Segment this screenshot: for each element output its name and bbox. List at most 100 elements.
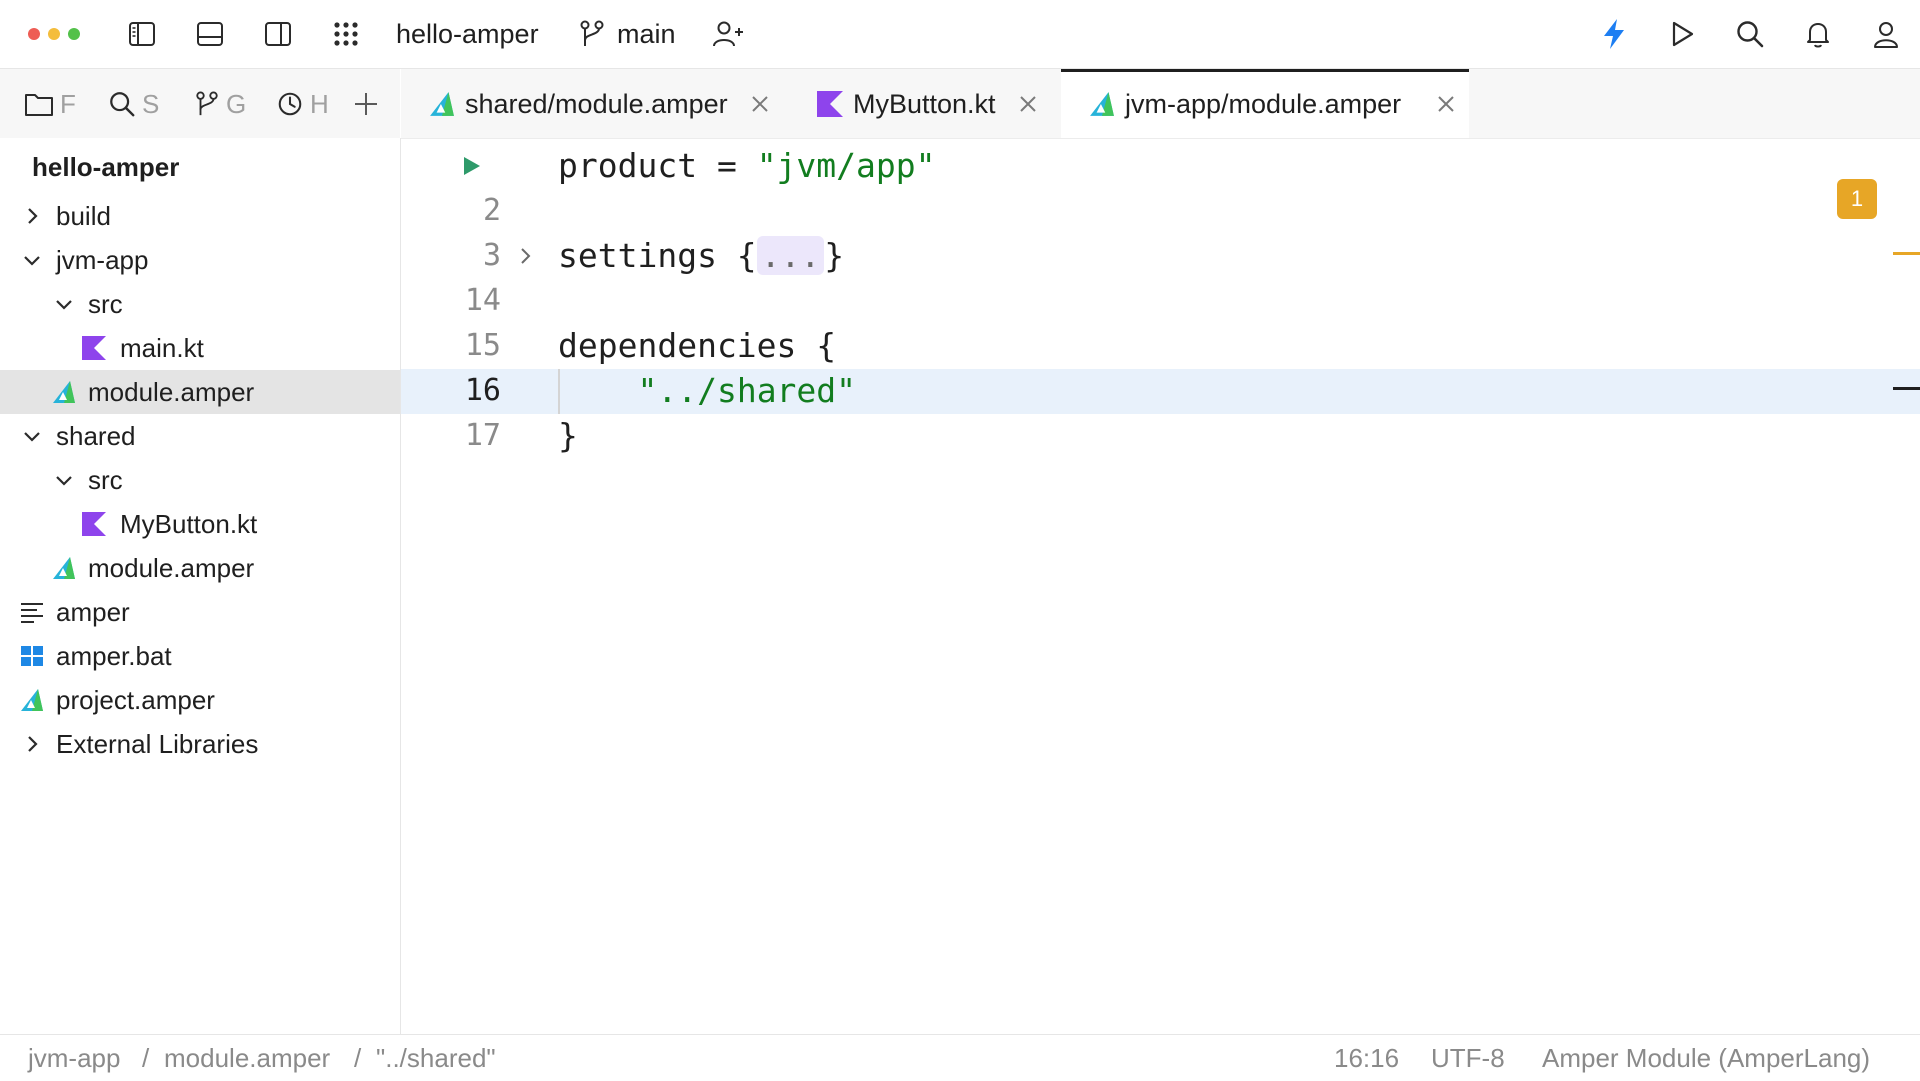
chevron-right-icon[interactable] — [20, 204, 44, 228]
tab-jvm-app-module-amper[interactable]: jvm-app/module.amper — [1061, 69, 1469, 138]
code-text: dependencies { — [558, 326, 837, 365]
plus-icon — [355, 93, 377, 115]
tree-item-label: MyButton.kt — [120, 509, 258, 539]
tree-item-jvm-app-module-amper[interactable]: module.amper — [0, 370, 400, 414]
tool-tab-search[interactable]: S — [108, 87, 159, 121]
tree-item-label: amper.bat — [56, 641, 172, 671]
tree-item-project-amper[interactable]: project.amper — [0, 678, 400, 722]
chevron-right-icon[interactable] — [20, 732, 44, 756]
code-line: 14 — [401, 279, 1920, 324]
tool-tab-history[interactable]: H — [276, 87, 329, 121]
chevron-down-icon[interactable] — [20, 424, 44, 448]
tree-item-label: src — [88, 289, 123, 319]
branch-selector-icon-wrap[interactable] — [576, 16, 608, 52]
tree-item-label: build — [56, 201, 111, 231]
user-icon — [1874, 22, 1898, 48]
breadcrumb-item[interactable]: module.amper — [164, 1043, 331, 1073]
tab-label: jvm-app/module.amper — [1125, 89, 1402, 119]
minimize-window-button[interactable] — [48, 28, 60, 40]
tree-item-label: src — [88, 465, 123, 495]
grid-menu-icon — [334, 22, 358, 46]
notifications-button[interactable] — [1800, 16, 1836, 52]
add-collaborator-button[interactable] — [710, 16, 746, 52]
tool-tab-project[interactable]: F — [24, 87, 76, 121]
add-user-icon — [713, 21, 743, 47]
tab-mybutton-kt[interactable]: MyButton.kt — [789, 69, 1055, 138]
tree-item-shared[interactable]: shared — [0, 414, 400, 458]
title-bar: hello-amper main — [0, 0, 1920, 69]
indent-guide — [558, 369, 560, 414]
right-panel-icon — [265, 22, 291, 46]
tree-item-external-libraries[interactable]: External Libraries — [0, 722, 400, 766]
caret-scroll-marker — [1893, 387, 1920, 390]
breadcrumb-item[interactable]: jvm-app — [28, 1043, 121, 1073]
tree-item-jvm-app-src[interactable]: src — [0, 282, 400, 326]
account-button[interactable] — [1868, 16, 1904, 52]
toggle-right-panel-button[interactable] — [260, 16, 296, 52]
tree-item-shared-module-amper[interactable]: module.amper — [0, 546, 400, 590]
close-icon[interactable] — [751, 95, 769, 113]
left-panel-icon — [129, 22, 155, 46]
close-icon[interactable] — [1019, 95, 1037, 113]
clock-icon — [278, 92, 302, 116]
code-text: } — [558, 416, 578, 455]
warnings-badge[interactable]: 1 — [1837, 179, 1877, 219]
code-line: 17 } — [401, 414, 1920, 459]
code-text: "../shared" — [637, 371, 857, 410]
fold-chevron-icon[interactable] — [515, 246, 535, 266]
tree-item-amper-bat[interactable]: amper.bat — [0, 634, 400, 678]
code-editor[interactable]: product = "jvm/app" 2 3 settings {...} 1… — [401, 139, 1920, 1034]
run-gutter-icon[interactable] — [459, 154, 483, 178]
maximize-window-button[interactable] — [68, 28, 80, 40]
code-line: 15 dependencies { — [401, 324, 1920, 369]
kotlin-file-icon — [817, 91, 843, 117]
run-button[interactable] — [1664, 16, 1700, 52]
file-language[interactable]: Amper Module (AmperLang) — [1542, 1043, 1871, 1073]
file-encoding[interactable]: UTF-8 — [1431, 1043, 1505, 1073]
cursor-position[interactable]: 16:16 — [1334, 1043, 1400, 1073]
tree-item-label: project.amper — [56, 685, 215, 715]
branch-icon — [196, 91, 218, 116]
chevron-down-icon[interactable] — [52, 292, 76, 316]
status-bar: jvm-app / module.amper / "../shared" 16:… — [0, 1034, 1920, 1081]
tree-item-amper[interactable]: amper — [0, 590, 400, 634]
line-number: 17 — [464, 418, 501, 453]
toggle-left-panel-button[interactable] — [124, 16, 160, 52]
tab-shared-module-amper[interactable]: shared/module.amper — [401, 69, 789, 138]
warning-scroll-marker[interactable] — [1893, 252, 1920, 255]
add-tool-window-button[interactable] — [352, 87, 380, 121]
search-icon — [1737, 21, 1764, 48]
folded-region[interactable]: ... — [756, 236, 825, 275]
project-tree: hello-amper build jvm-app src main.kt mo… — [0, 138, 401, 1034]
folder-icon — [25, 94, 53, 116]
branch-icon — [580, 20, 604, 46]
chevron-down-icon[interactable] — [20, 248, 44, 272]
tree-item-build[interactable]: build — [0, 194, 400, 238]
line-number: 3 — [482, 238, 501, 273]
close-icon[interactable] — [1437, 95, 1455, 113]
amper-file-icon — [53, 381, 75, 403]
bottom-panel-icon — [197, 22, 223, 46]
search-icon — [110, 92, 135, 117]
code-text: settings {...} — [558, 236, 845, 275]
tree-item-mybutton-kt[interactable]: MyButton.kt — [0, 502, 400, 546]
breadcrumb-item[interactable]: "../shared" — [376, 1043, 496, 1073]
bell-icon — [1807, 23, 1829, 48]
tree-item-shared-src[interactable]: src — [0, 458, 400, 502]
kotlin-file-icon — [82, 512, 106, 536]
tree-item-label: module.amper — [88, 553, 255, 583]
chevron-down-icon[interactable] — [52, 468, 76, 492]
project-selector[interactable]: hello-amper — [396, 19, 539, 49]
code-text: product = "jvm/app" — [558, 146, 936, 185]
main-menu-button[interactable] — [328, 16, 364, 52]
branch-selector[interactable]: main — [617, 19, 676, 49]
ai-assistant-button[interactable] — [1596, 16, 1632, 52]
tree-item-main-kt[interactable]: main.kt — [0, 326, 400, 370]
tool-tab-git[interactable]: G — [194, 87, 246, 121]
search-everywhere-button[interactable] — [1732, 16, 1768, 52]
tree-item-jvm-app[interactable]: jvm-app — [0, 238, 400, 282]
close-window-button[interactable] — [28, 28, 40, 40]
code-line: 2 — [401, 189, 1920, 234]
amper-file-icon — [430, 92, 454, 116]
toggle-bottom-panel-button[interactable] — [192, 16, 228, 52]
